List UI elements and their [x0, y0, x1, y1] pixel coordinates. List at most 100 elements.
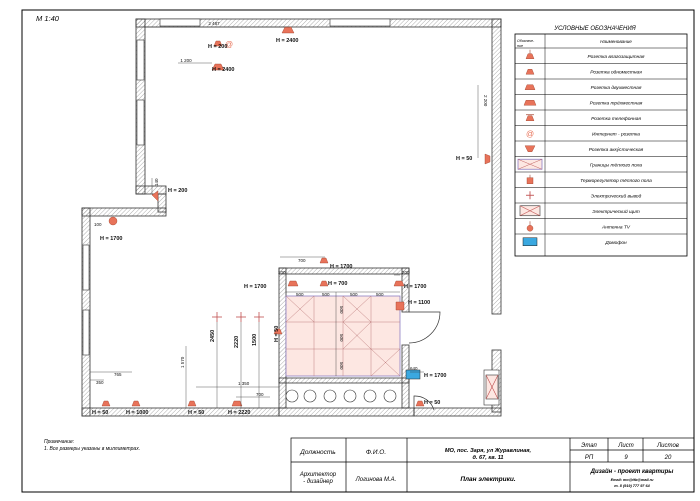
socket-triple-icon [211, 63, 225, 71]
socket-single-icon [484, 153, 491, 165]
svg-text:H = 1100: H = 1100 [408, 300, 430, 306]
legend-item-label: Розетка двухместная [591, 85, 642, 91]
svg-text:H = 2220: H = 2220 [228, 410, 250, 416]
electric-panel-icon [485, 374, 499, 400]
title-block-text: Должность Ф.И.О. МО, пос. Заря, ул Журав… [299, 443, 679, 488]
svg-text:т. 8 (919) 777 97 64: т. 8 (919) 777 97 64 [614, 484, 650, 488]
socket-single-icon [319, 280, 329, 287]
socket-single-icon [151, 190, 159, 202]
note-text: 1. Все размеры указаны в миллиметрах. [44, 446, 140, 452]
svg-text:20: 20 [664, 455, 672, 461]
intercom-icon [405, 369, 421, 380]
warm-floor-zone [285, 295, 401, 377]
svg-text:H = 1700: H = 1700 [404, 284, 426, 290]
intercom-icon [522, 237, 538, 246]
svg-text:350: 350 [96, 380, 104, 385]
legend-item-label: Домофон [604, 240, 627, 246]
stove-burners [285, 389, 397, 403]
svg-text:H = 50: H = 50 [456, 156, 472, 162]
svg-text:H = 200: H = 200 [168, 188, 187, 194]
svg-text:700: 700 [298, 258, 306, 263]
svg-text:Лист: Лист [617, 443, 633, 449]
legend-item-label: Розетка одноместная [590, 69, 642, 75]
plan-title: План электрики. [460, 476, 516, 483]
legend-item-label: Розетка акку́стическая [589, 147, 644, 153]
svg-text:H = 2400: H = 2400 [276, 38, 298, 44]
dimension-lines [90, 26, 479, 408]
svg-text:Логинова М.А.: Логинова М.А. [355, 477, 397, 483]
entrance-door [408, 311, 441, 344]
svg-text:H = 1700: H = 1700 [100, 236, 122, 242]
legend-item-label: Интернет - розетка [592, 131, 640, 137]
svg-text:500: 500 [350, 292, 358, 297]
svg-text:100: 100 [94, 222, 102, 227]
socket-double-icon [231, 400, 243, 407]
note-title: Примечание: [44, 439, 75, 445]
svg-text:700: 700 [256, 392, 264, 397]
height-labels: H = 200 H = 2400 H = 2400 H = 50 H = 200… [92, 38, 472, 416]
legend-item-label: Розетка телефонная [591, 116, 641, 122]
electric-panel-icon [519, 205, 541, 217]
svg-text:500: 500 [339, 362, 344, 370]
warm-floor-icon [517, 158, 543, 170]
svg-text:H = 200: H = 200 [208, 44, 227, 50]
svg-text:140: 140 [154, 178, 159, 186]
socket-single-icon [525, 69, 535, 75]
svg-text:500: 500 [376, 292, 384, 297]
socket-single-icon [101, 400, 111, 407]
svg-text:H = 50: H = 50 [92, 410, 108, 416]
legend-item-label: Розетка влагозащитная [588, 54, 645, 60]
socket-single-icon [415, 400, 425, 407]
socket-double-icon [524, 84, 536, 90]
socket-double-icon [131, 400, 141, 407]
project-title: Дизайн - проект квартиры [590, 468, 675, 475]
svg-text:Листов: Листов [656, 443, 679, 449]
internet-socket-icon: @ [225, 40, 233, 49]
svg-text:Должность: Должность [299, 449, 336, 456]
svg-text:H = 700: H = 700 [328, 281, 347, 287]
internet-socket-icon: @ [526, 129, 534, 138]
svg-text:765: 765 [114, 372, 122, 377]
svg-text:H = 1700: H = 1700 [244, 284, 266, 290]
legend-col-name: Наименование [600, 39, 632, 44]
svg-text:H = 1000: H = 1000 [126, 410, 148, 416]
svg-text:2450: 2450 [210, 330, 216, 342]
svg-text:H = 1700: H = 1700 [424, 373, 446, 379]
socket-waterproof-icon [395, 301, 405, 311]
address: МО, пос. Заря, ул Журавлиная,д. 67, кв. … [445, 448, 532, 461]
electric-outlet-icon [526, 191, 534, 200]
legend-col-symbol: Обозначе-ние [517, 39, 535, 48]
svg-text:9: 9 [624, 455, 628, 461]
svg-text:100: 100 [278, 270, 286, 275]
legend-item-label: Антенна TV [601, 224, 631, 230]
svg-text:2220: 2220 [234, 336, 240, 348]
svg-text:500: 500 [296, 292, 304, 297]
svg-text:H = 50: H = 50 [274, 326, 280, 342]
legend: УСЛОВНЫЕ ОБОЗНАЧЕНИЯ Обозначе-ние Наимен… [514, 26, 688, 257]
scale-label: M 1:40 [36, 14, 60, 23]
legend-item-label: Розетка трёхместная [590, 100, 643, 106]
svg-text:H = 1700: H = 1700 [330, 264, 352, 270]
socket-waterproof-icon [525, 49, 535, 59]
socket-double-icon [281, 26, 295, 34]
legend-item-label: Электрический щит [592, 208, 639, 215]
sockets [101, 26, 491, 407]
svg-text:Архитектор- дизайнер: Архитектор- дизайнер [299, 472, 337, 485]
svg-text:Email: mo@ttb@mail.ru: Email: mo@ttb@mail.ru [611, 478, 655, 482]
balcony-door [413, 395, 435, 411]
socket-phone-icon [525, 114, 535, 121]
svg-text:1 350: 1 350 [238, 381, 250, 386]
socket-single-icon [273, 328, 283, 335]
svg-text:500: 500 [339, 334, 344, 342]
svg-text:1500: 1500 [252, 334, 258, 346]
socket-double-icon [213, 40, 223, 47]
socket-acoustic-icon [524, 145, 536, 152]
svg-text:640: 640 [410, 366, 418, 371]
svg-text:Этап: Этап [581, 443, 597, 449]
legend-item-label: Электрический вывод [591, 192, 642, 199]
svg-text:200: 200 [402, 270, 410, 275]
socket-single-icon [319, 257, 329, 264]
svg-text:РП: РП [585, 455, 594, 461]
